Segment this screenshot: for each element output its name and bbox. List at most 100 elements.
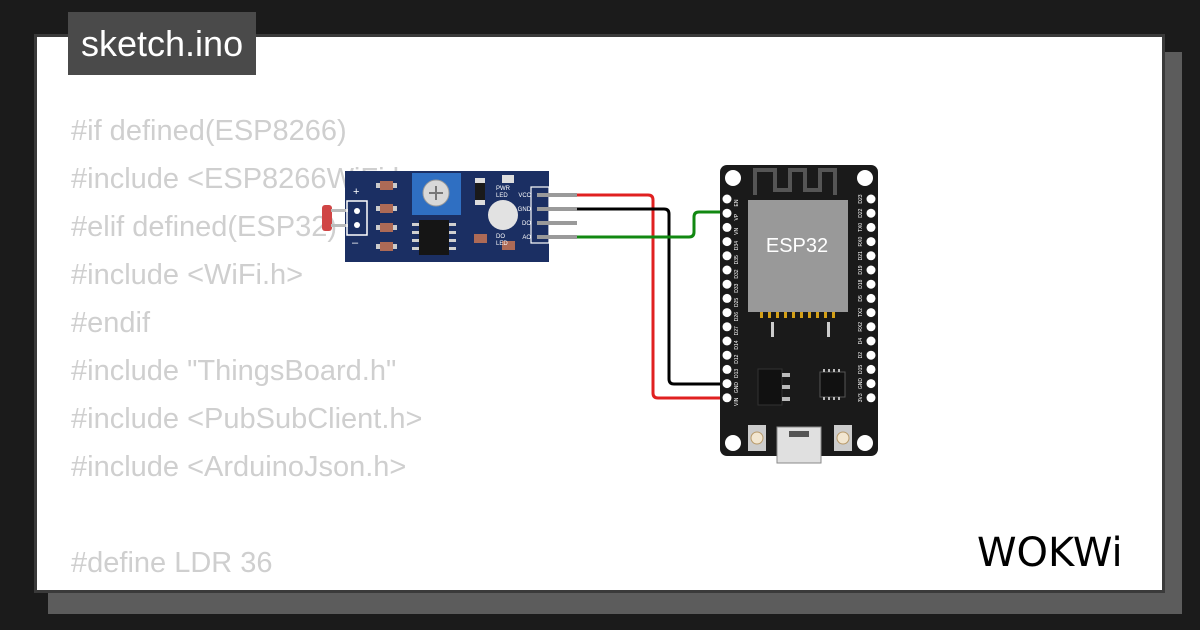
esp32-left-pin-label: D13 (734, 369, 740, 378)
pin-hole[interactable] (722, 208, 732, 218)
esp32-left-pin-label: D34 (734, 241, 740, 250)
code-line: #define LDR 36 (71, 547, 273, 579)
mount-hole (857, 170, 873, 186)
preview-card: #if defined(ESP8266)#include <ESP8266WiF… (34, 34, 1165, 593)
file-tab[interactable]: sketch.ino (68, 12, 257, 75)
ldr-bulb (322, 205, 332, 231)
pin-hole[interactable] (722, 251, 732, 261)
pin-hole[interactable] (866, 364, 876, 374)
capacitor (475, 182, 485, 200)
pin-hole[interactable] (866, 379, 876, 389)
pin-hole[interactable] (722, 293, 732, 303)
pwr-led-label: PWR LED (496, 186, 512, 199)
code-line: #include "ThingsBoard.h" (71, 355, 397, 387)
pin-hole[interactable] (866, 237, 876, 247)
code-line: #include <WiFi.h> (71, 259, 304, 291)
voltage-regulator (757, 368, 783, 406)
left-pin-holes (722, 194, 732, 403)
esp32-right-pin-label: D5 (858, 295, 864, 302)
esp32-right-pin-label: RX0 (858, 237, 864, 247)
wokwi-logo-text: WOKWi (977, 530, 1123, 576)
pin-hole[interactable] (866, 251, 876, 261)
esp32-left-pin-label: VN (734, 228, 740, 235)
pin-hole[interactable] (722, 237, 732, 247)
esp32-right-pin-label: 3V3 (858, 393, 864, 402)
pin-hole[interactable] (722, 308, 732, 318)
pin-hole[interactable] (866, 393, 876, 403)
wire-gnd[interactable] (577, 207, 725, 386)
pin-label-vcc: VCC (518, 193, 531, 199)
pin-hole[interactable] (722, 222, 732, 232)
right-pin-holes (866, 194, 876, 403)
pin-hole[interactable] (722, 265, 732, 275)
boot-button[interactable] (834, 425, 852, 451)
esp32-left-pin-label: D32 (734, 269, 740, 278)
pin-hole[interactable] (722, 279, 732, 289)
code-line: #elif defined(ESP32) (71, 211, 337, 243)
chip-label: ESP32 (766, 235, 828, 257)
esp32-right-pin-label: RX2 (858, 322, 864, 332)
mount-hole (725, 435, 741, 451)
esp32-right-pin-label: D21 (858, 251, 864, 260)
pin-hole[interactable] (866, 336, 876, 346)
antenna (753, 168, 837, 195)
ldr-sensor-module[interactable]: + – (322, 171, 577, 262)
minus-label: – (352, 237, 359, 249)
pin-hole[interactable] (722, 322, 732, 332)
code-line: #endif (71, 307, 151, 339)
esp32-left-pin-label: VIN (734, 397, 740, 406)
pin-hole[interactable] (722, 350, 732, 360)
pin-hole[interactable] (722, 194, 732, 204)
pin-hole[interactable] (722, 393, 732, 403)
pin-hole[interactable] (866, 208, 876, 218)
pin-hole[interactable] (866, 350, 876, 360)
code-line: #include <ArduinoJson.h> (71, 451, 407, 483)
wire-vcc[interactable] (577, 193, 725, 400)
en-button[interactable] (748, 425, 766, 451)
mount-hole (725, 170, 741, 186)
pin-hole[interactable] (722, 336, 732, 346)
esp32-right-pin-label: D18 (858, 279, 864, 288)
pin-hole[interactable] (866, 322, 876, 332)
esp32-left-pin-label: GND (734, 382, 740, 394)
pin-labels: VCC GND DO AO (518, 193, 532, 241)
pin-hole[interactable] (722, 379, 732, 389)
esp32-left-pin-label: D14 (734, 340, 740, 349)
wires (577, 193, 725, 400)
esp32-left-pin-label: D25 (734, 298, 740, 307)
left-pin-labels: ENVPVND34D35D32D33D25D26D27D14D12D13GNDV… (734, 199, 740, 406)
esp32-right-pin-label: D23 (858, 194, 864, 203)
pin-hole[interactable] (866, 265, 876, 275)
resistors (380, 181, 515, 251)
mount-hole (857, 435, 873, 451)
esp32-left-pin-label: D33 (734, 283, 740, 292)
ldr-connector (346, 200, 368, 236)
usb-serial-chip (819, 371, 846, 398)
esp32-module (748, 200, 848, 312)
do-led-label: DO LED (496, 234, 508, 247)
pin-hole[interactable] (866, 308, 876, 318)
pin-hole[interactable] (866, 293, 876, 303)
pin-hole[interactable] (866, 222, 876, 232)
esp32-right-pin-label: GND (858, 378, 864, 390)
code-preview: #if defined(ESP8266)#include <ESP8266WiF… (71, 107, 824, 590)
esp32-right-pin-label: D19 (858, 265, 864, 274)
esp32-left-pin-label: EN (734, 199, 740, 206)
esp32-right-pin-label: D15 (858, 365, 864, 374)
esp32-left-pin-label: D12 (734, 354, 740, 363)
pin-hole[interactable] (866, 279, 876, 289)
esp32-right-pin-label: TX2 (858, 308, 864, 317)
pin-hole[interactable] (866, 194, 876, 204)
esp32-right-pin-label: D4 (858, 338, 864, 345)
pin-header (530, 186, 550, 244)
header-pins (537, 193, 577, 239)
pin-label-gnd: GND (518, 207, 532, 213)
pin-hole[interactable] (722, 364, 732, 374)
wire-ao[interactable] (577, 210, 725, 239)
esp32-board[interactable]: ESP32 ENVPVND34D35D32D33D25D26D27D14D12D… (720, 165, 878, 464)
esp32-left-pin-label: D35 (734, 255, 740, 264)
esp32-left-pin-label: D27 (734, 326, 740, 335)
code-line: #include <PubSubClient.h> (71, 403, 423, 435)
esp32-right-pin-label: D22 (858, 208, 864, 217)
